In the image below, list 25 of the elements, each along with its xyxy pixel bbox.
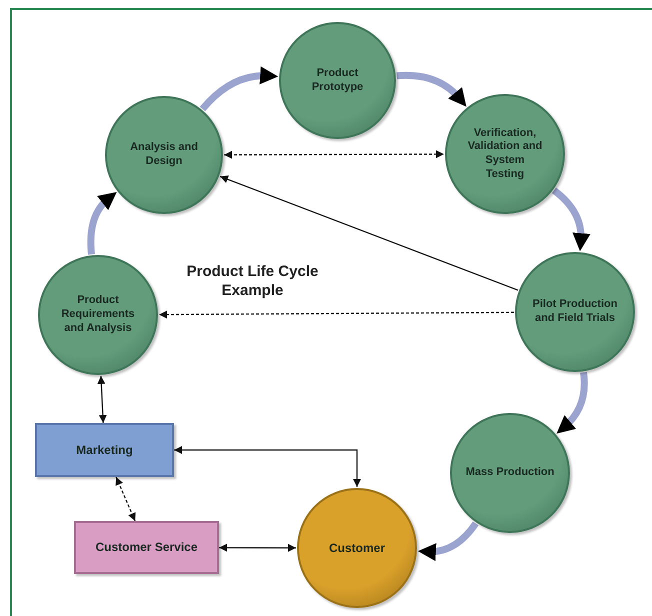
arrow [220, 176, 518, 291]
node-label: Product Requirements and Analysis [60, 294, 136, 336]
thick-arrow [418, 521, 479, 561]
arrow [159, 310, 514, 319]
thick-arrow [87, 192, 116, 255]
node-label: Customer Service [94, 540, 199, 555]
thick-arrow [200, 66, 278, 112]
arrow [224, 150, 444, 159]
node-label: Pilot Production and Field Trials [532, 298, 618, 326]
diagram-title: Product Life Cycle Example [186, 263, 320, 300]
arrow [97, 376, 107, 424]
node-label: Verification, Validation and System Testing [466, 126, 544, 182]
node-label: Mass Production [465, 466, 555, 480]
arrow [116, 476, 136, 522]
process-box [74, 521, 219, 574]
node-label: Analysis and Design [129, 141, 199, 169]
node-label: Marketing [75, 442, 134, 458]
process-box [35, 423, 174, 477]
thick-arrow [556, 372, 588, 434]
node-label: Customer [328, 540, 386, 556]
arrow [219, 544, 296, 552]
thick-arrow [396, 72, 467, 106]
arrow [174, 446, 361, 487]
thick-arrow [552, 188, 590, 252]
node-label: Product Prototype [310, 66, 364, 94]
